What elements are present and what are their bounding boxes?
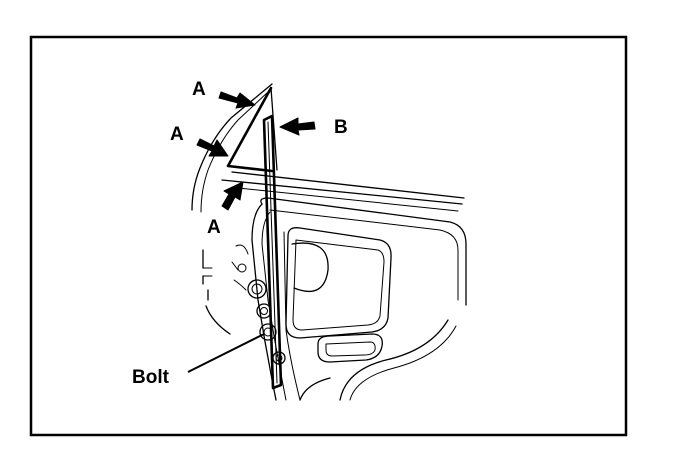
bolt-leader-line xyxy=(187,333,265,373)
access-hole xyxy=(285,227,392,339)
diagram-frame xyxy=(29,35,628,437)
hole-lower-inner xyxy=(275,354,283,362)
hole-middle-inner xyxy=(260,307,268,315)
hole-upper-inner xyxy=(251,283,263,295)
door-frame-outer xyxy=(191,83,273,211)
quarter-window-rear-edge xyxy=(270,87,278,171)
arrow-a-middle xyxy=(196,138,229,157)
window-channel-inner xyxy=(267,121,278,384)
hole-middle xyxy=(256,303,272,319)
inner-panel-top-inner xyxy=(269,209,459,301)
bolt-head xyxy=(259,323,277,341)
label-a-bottom: A xyxy=(207,217,221,238)
inner-panel-top xyxy=(260,197,467,306)
label-a-middle: A xyxy=(170,124,184,145)
hinge-edge-2 xyxy=(261,211,287,401)
arrow-a-bottom xyxy=(221,181,244,211)
hole-lower xyxy=(272,351,286,365)
lower-recess xyxy=(317,333,383,363)
callout-arrows xyxy=(187,91,316,373)
lower-recess-inner xyxy=(325,341,376,357)
lower-panel-curve-1 xyxy=(339,319,449,401)
door-top-edge-3 xyxy=(237,187,459,212)
arrow-b xyxy=(279,117,316,136)
lower-panel-curve-3 xyxy=(299,377,331,401)
label-bolt: Bolt xyxy=(132,367,170,388)
door-top-edge-2 xyxy=(221,179,463,205)
access-hole-bulge xyxy=(291,242,329,293)
hole-small xyxy=(237,263,247,273)
lower-panel-curve-2 xyxy=(349,325,457,401)
bolt-head-inner xyxy=(263,327,273,337)
hole-upper xyxy=(247,279,267,299)
label-a-top: A xyxy=(192,79,206,100)
window-channel xyxy=(262,114,283,390)
label-b: B xyxy=(334,117,348,138)
hinge-edge-1 xyxy=(251,203,277,401)
arrow-a-top xyxy=(218,91,256,109)
quarter-window xyxy=(226,86,274,173)
pillar-detail xyxy=(231,244,249,291)
hinge-edge-3 xyxy=(283,231,301,401)
access-hole-inner xyxy=(292,239,385,331)
door-top-edge-1 xyxy=(231,171,465,199)
door-structure xyxy=(191,83,467,401)
door-frame-outer-2 xyxy=(200,91,269,213)
pillar-contour xyxy=(202,249,231,335)
pillar-notch xyxy=(202,267,213,277)
